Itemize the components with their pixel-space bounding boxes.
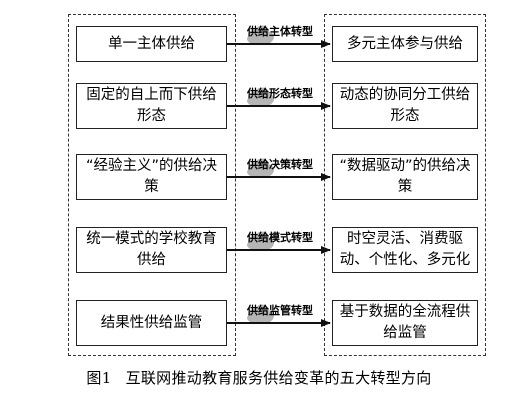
left-group-container bbox=[68, 14, 236, 356]
left-box-4-text: 统一模式的学校教育供给 bbox=[86, 231, 217, 268]
left-box-1-text: 单一主体供给 bbox=[108, 35, 195, 52]
transition-label-2: 供给形态转型 bbox=[247, 87, 313, 100]
right-box-3: “数据驱动”的供给决策 bbox=[332, 154, 478, 200]
transition-label-1: 供给主体转型 bbox=[247, 25, 313, 38]
left-box-3-text: “经验主义”的供给决策 bbox=[85, 158, 218, 195]
figure-number: 图1 bbox=[86, 369, 112, 387]
right-group-container bbox=[324, 14, 486, 356]
transition-arrow-1 bbox=[227, 25, 331, 48]
transition-arrow-4 bbox=[227, 231, 331, 254]
transition-label-4: 供给模式转型 bbox=[247, 231, 313, 244]
right-box-1: 多元主体参与供给 bbox=[332, 26, 478, 62]
left-box-5: 结果性供给监管 bbox=[76, 300, 227, 346]
right-box-5-text: 基于数据的全流程供给监管 bbox=[339, 304, 471, 341]
right-box-2-text: 动态的协同分工供给形态 bbox=[339, 87, 471, 124]
right-box-4: 时空灵活、消费驱动、个性化、多元化 bbox=[332, 227, 478, 273]
left-box-4: 统一模式的学校教育供给 bbox=[76, 227, 227, 273]
figure-caption-text: 互联网推动教育服务供给变革的五大转型方向 bbox=[125, 369, 432, 387]
left-box-1: 单一主体供给 bbox=[76, 26, 227, 62]
transition-label-5: 供给监管转型 bbox=[247, 304, 313, 317]
right-box-5: 基于数据的全流程供给监管 bbox=[332, 300, 478, 346]
figure-caption: 图1 互联网推动教育服务供给变革的五大转型方向 bbox=[0, 368, 518, 388]
left-box-5-text: 结果性供给监管 bbox=[100, 314, 203, 331]
left-box-2: 固定的自上而下供给形态 bbox=[76, 83, 227, 129]
transition-label-3: 供给决策转型 bbox=[247, 158, 313, 171]
right-box-2: 动态的协同分工供给形态 bbox=[332, 83, 478, 129]
transition-arrow-3 bbox=[227, 158, 331, 181]
right-box-1-text: 多元主体参与供给 bbox=[347, 35, 463, 52]
right-box-4-text: 时空灵活、消费驱动、个性化、多元化 bbox=[339, 231, 471, 268]
transition-arrow-5 bbox=[227, 304, 331, 327]
left-box-2-text: 固定的自上而下供给形态 bbox=[86, 87, 217, 124]
right-box-3-text: “数据驱动”的供给决策 bbox=[339, 158, 471, 195]
transition-arrow-2 bbox=[227, 87, 331, 110]
left-box-3: “经验主义”的供给决策 bbox=[76, 154, 227, 200]
